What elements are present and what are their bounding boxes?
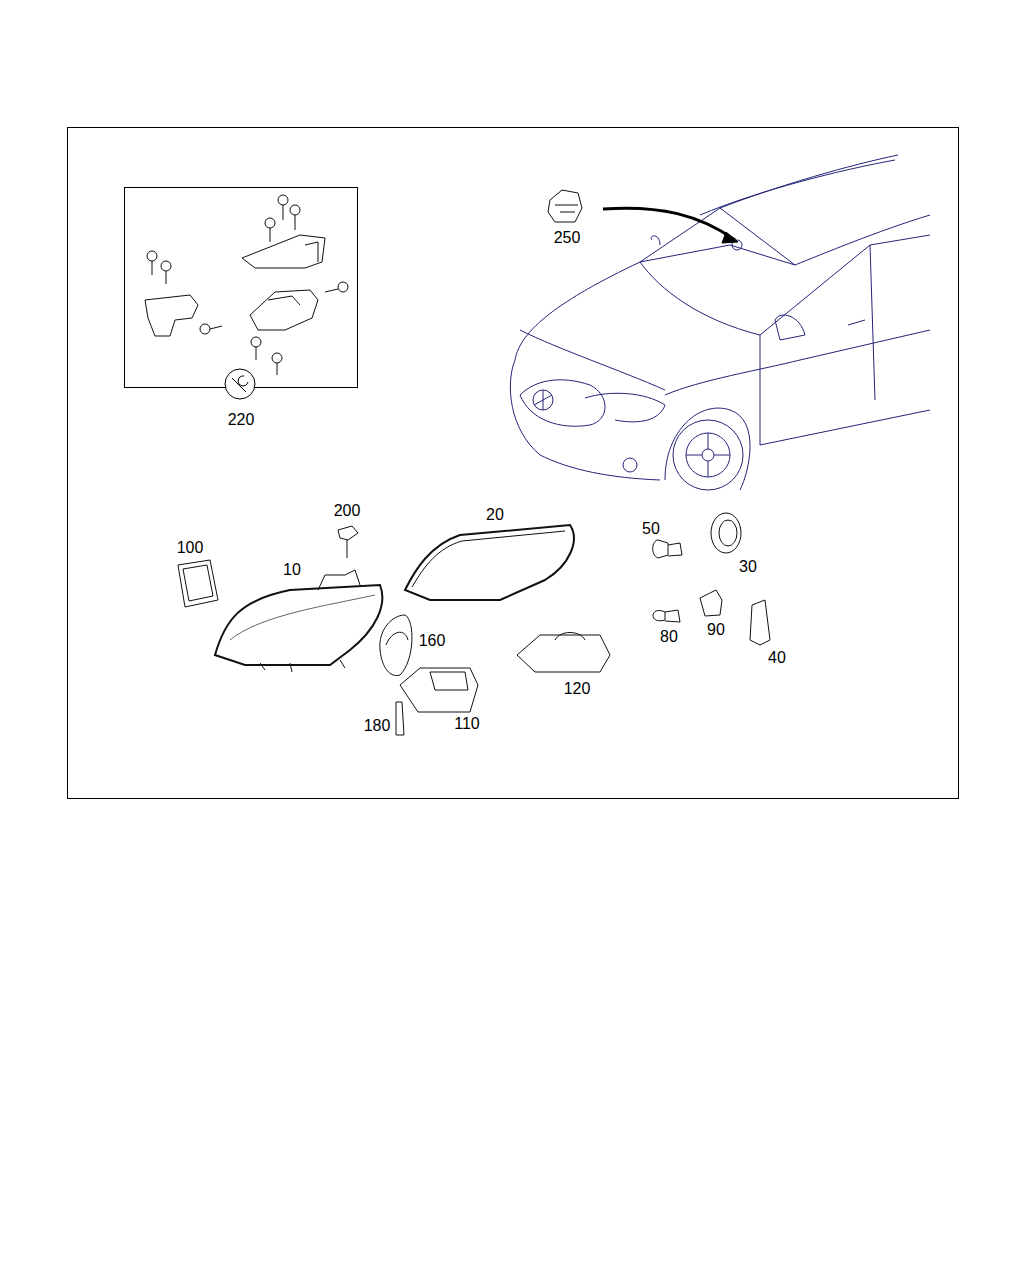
callout-number: 220 [228, 412, 255, 428]
headlight-parts [178, 513, 770, 735]
sensor-250 [548, 190, 582, 222]
callout-number: 90 [707, 622, 725, 638]
callout-number: 250 [554, 230, 581, 246]
callout-number: 200 [334, 503, 361, 519]
callout-number: 40 [768, 650, 786, 666]
repair-kit-parts [145, 195, 348, 399]
arrow-head [722, 232, 738, 243]
callout-number: 110 [454, 716, 480, 732]
callout-number: 30 [739, 559, 757, 575]
outer-frame [68, 128, 959, 799]
callout-number: 50 [642, 521, 660, 537]
callout-number: 120 [564, 681, 591, 697]
callout-number: 10 [283, 562, 301, 578]
location-arrow [603, 208, 735, 240]
callout-number: 180 [364, 718, 391, 734]
inset-frame [125, 188, 358, 388]
callout-number: 160 [419, 633, 446, 649]
callout-number: 100 [177, 540, 204, 556]
callout-number: 20 [486, 507, 504, 523]
car-outline [510, 155, 930, 490]
callout-number: 80 [660, 629, 678, 645]
